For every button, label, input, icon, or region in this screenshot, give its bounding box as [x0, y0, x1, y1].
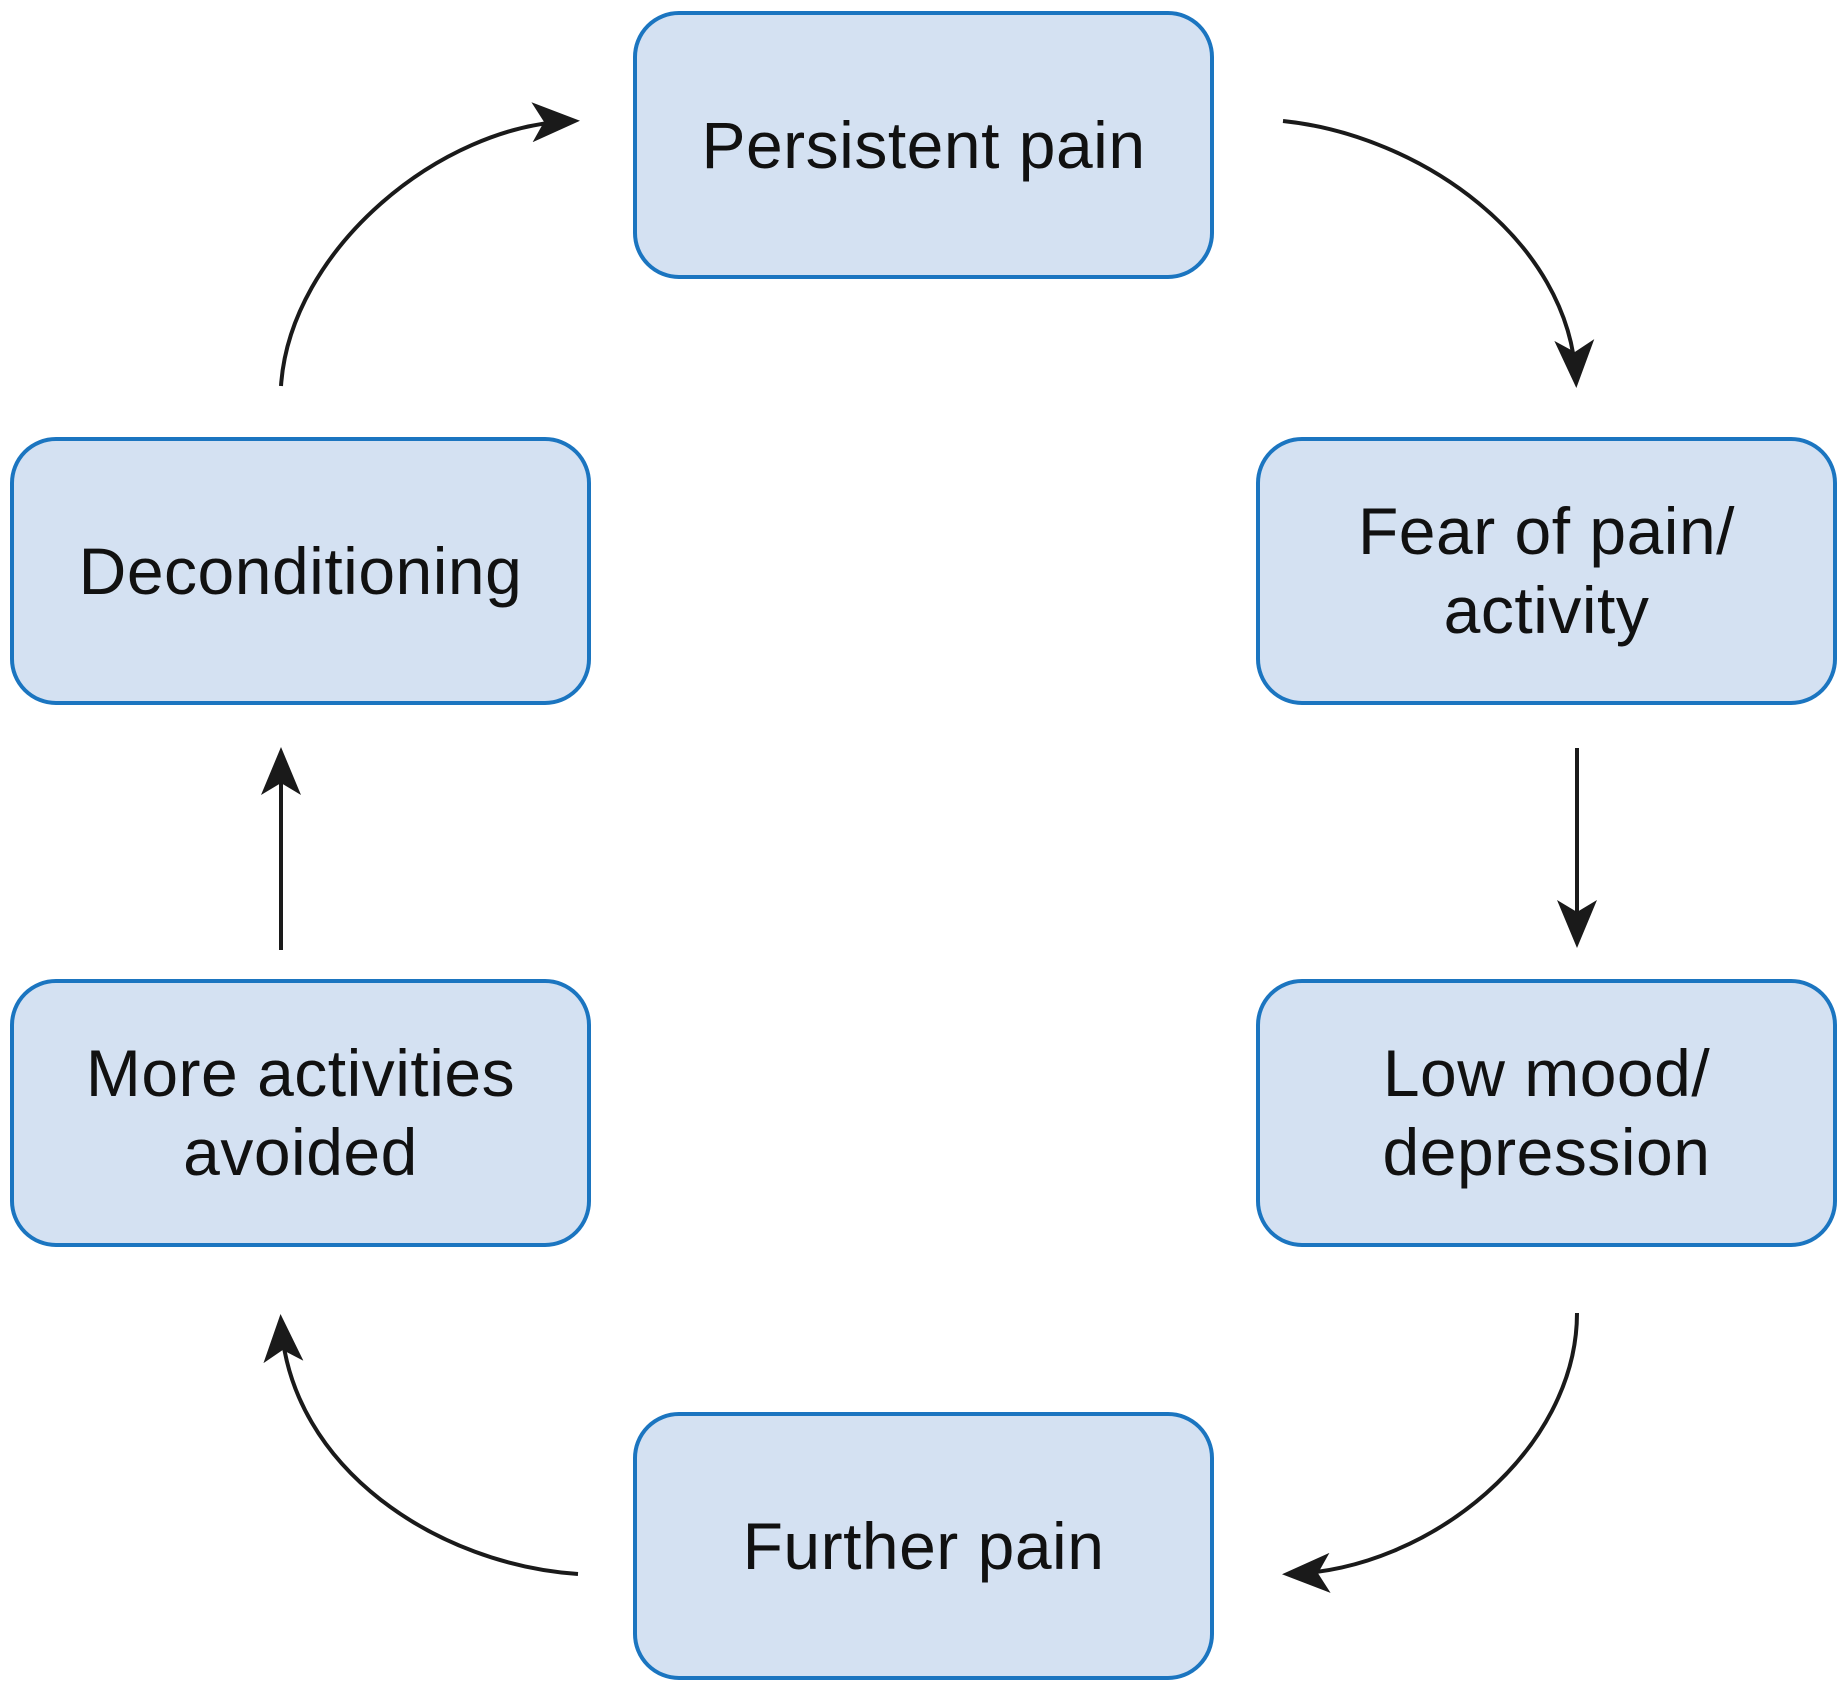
- node-more-activities-avoided: More activities avoided: [10, 979, 591, 1247]
- node-label: Persistent pain: [701, 107, 1146, 182]
- node-further-pain: Further pain: [633, 1412, 1214, 1680]
- arrow-further-pain-to-more-activities: [263, 1314, 579, 1576]
- arrow-persistent-pain-to-fear: [1282, 119, 1595, 388]
- node-fear-of-pain-activity: Fear of pain/ activity: [1256, 437, 1837, 705]
- node-label-line-2: activity: [1443, 573, 1650, 647]
- node-label: Further pain: [742, 1508, 1105, 1583]
- node-label: Deconditioning: [78, 533, 523, 608]
- node-label-line-1: More activities: [85, 1036, 516, 1110]
- node-low-mood-depression: Low mood/ depression: [1256, 979, 1837, 1247]
- arrow-low-mood-to-further-pain: [1282, 1312, 1579, 1593]
- node-persistent-pain: Persistent pain: [633, 11, 1214, 279]
- node-deconditioning: Deconditioning: [10, 437, 591, 705]
- node-label-line-2: avoided: [183, 1115, 418, 1189]
- node-label-line-2: depression: [1382, 1115, 1711, 1189]
- node-label-line-1: Fear of pain/: [1357, 494, 1736, 568]
- arrow-deconditioning-to-persistent-pain: [279, 102, 580, 387]
- node-label-line-1: Low mood/: [1382, 1036, 1711, 1110]
